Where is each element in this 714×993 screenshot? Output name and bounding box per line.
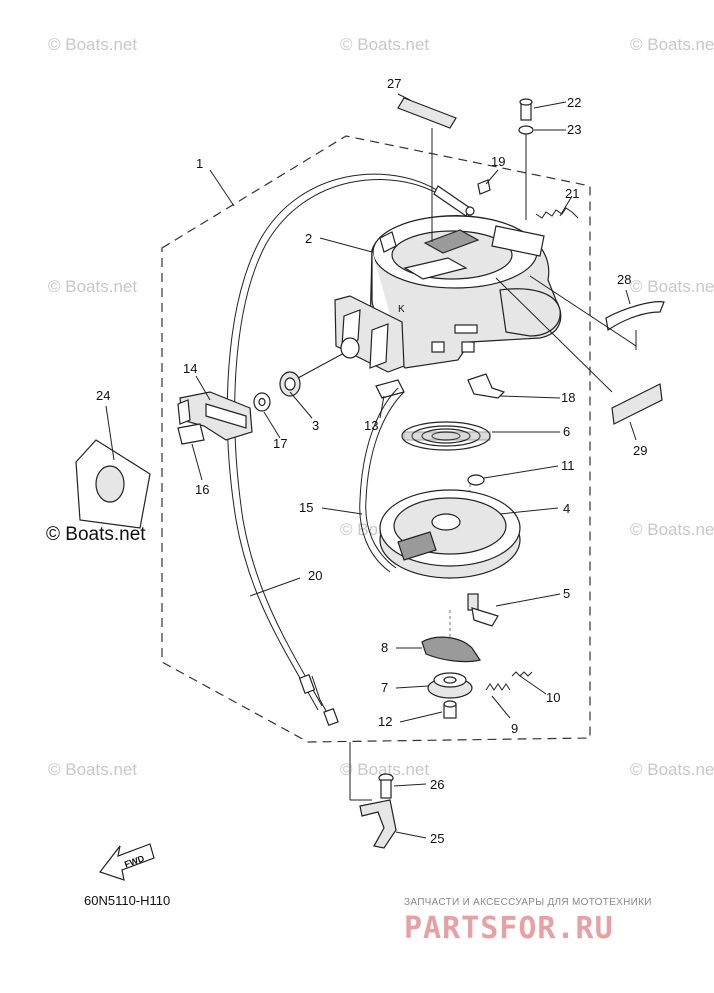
watermark: © Boats.net [630, 760, 714, 779]
hose-inner [365, 391, 405, 569]
decal [611, 383, 663, 425]
callout-24: 24 [96, 388, 110, 403]
callout-28: 28 [617, 272, 631, 287]
brand-tagline: ЗАПЧАСТИ И АКСЕССУАРЫ ДЛЯ МОТОТЕХНИКИ [404, 897, 652, 908]
diagram-code: 60N5110-H110 [84, 893, 170, 908]
caution-label [397, 97, 457, 129]
assembly-boundary [161, 135, 591, 743]
callout-8: 8 [381, 640, 388, 655]
callout-3: 3 [312, 418, 319, 433]
watermark: © Boats.net [340, 760, 429, 779]
cable-bracket [359, 799, 397, 849]
callout-6: 6 [563, 424, 570, 439]
spring-bracket [491, 225, 545, 257]
callout-12: 12 [378, 714, 392, 729]
callout-23: 23 [567, 122, 581, 137]
hose-fitting [375, 379, 405, 399]
washer [518, 125, 534, 135]
callout-20: 20 [308, 568, 322, 583]
callout-22: 22 [567, 95, 581, 110]
watermark-group: © Boats.net © Boats.net © Boats.net © Bo… [46, 35, 714, 779]
partsfor-logo: ЗАПЧАСТИ И АКСЕССУАРЫ ДЛЯ МОТОТЕХНИКИ PA… [404, 897, 652, 946]
return-spring [485, 683, 511, 691]
callout-9: 9 [511, 721, 518, 736]
fwd-arrow-icon: FWD [99, 843, 155, 881]
watermark-dark: © Boats.net [46, 524, 146, 545]
callout-5: 5 [563, 586, 570, 601]
cushion-pad [75, 439, 151, 529]
callout-16: 16 [195, 482, 209, 497]
cable-eye [465, 206, 475, 216]
callout-15: 15 [299, 500, 313, 515]
callout-4: 4 [563, 501, 570, 516]
circlip [467, 474, 485, 486]
recoil-spring [401, 421, 491, 451]
callout-21: 21 [565, 186, 579, 201]
watermark: © Boats.net [630, 35, 714, 54]
callout-13: 13 [364, 418, 378, 433]
decal-strip [605, 301, 665, 332]
callout-11: 11 [561, 458, 575, 473]
callout-1: 1 [196, 156, 203, 171]
callout-2: 2 [305, 231, 312, 246]
callout-19: 19 [491, 154, 505, 169]
watermark: © Boats.net [48, 35, 137, 54]
rope-grommet [279, 337, 360, 397]
label-patch [423, 229, 480, 254]
pawl [467, 373, 506, 399]
watermark: © Boats.net [48, 277, 137, 296]
leader-lines [105, 93, 637, 839]
callout-14: 14 [183, 361, 197, 376]
drive-pawl [467, 593, 499, 627]
callout-29: 29 [633, 443, 647, 458]
friction-plate [421, 636, 481, 663]
tension-spring [535, 207, 579, 219]
watermark: © Boats.net [630, 520, 714, 539]
callout-25: 25 [430, 831, 444, 846]
svg-text:K: K [398, 304, 405, 315]
starter-cable [226, 173, 441, 711]
watermark: © Boats.net [48, 760, 137, 779]
callout-numbers: 1 2 3 4 5 6 7 8 9 10 11 12 13 14 15 16 1… [96, 76, 647, 846]
watermark: © Boats.net [630, 277, 714, 296]
bolt-top [519, 98, 533, 121]
bolt-bracket [378, 773, 394, 799]
callout-18: 18 [561, 390, 575, 405]
callout-7: 7 [381, 680, 388, 695]
callout-17: 17 [273, 436, 287, 451]
brand-logo-text: PARTSFOR.RU [404, 911, 614, 946]
drive-plate [427, 672, 473, 699]
callout-27: 27 [387, 76, 401, 91]
rope-pulley [379, 489, 521, 579]
cable-end-fitting [433, 185, 471, 217]
spring-pin [511, 671, 533, 677]
cable-end [298, 674, 316, 694]
bolt [443, 700, 457, 719]
clip [177, 423, 205, 445]
cable-ferrule [323, 707, 339, 727]
bushing [253, 392, 271, 412]
callout-10: 10 [546, 690, 560, 705]
handle-bracket [177, 391, 253, 441]
starter-cable-inner [234, 179, 443, 707]
watermark: © Boats.net [340, 35, 429, 54]
callout-26: 26 [430, 777, 444, 792]
